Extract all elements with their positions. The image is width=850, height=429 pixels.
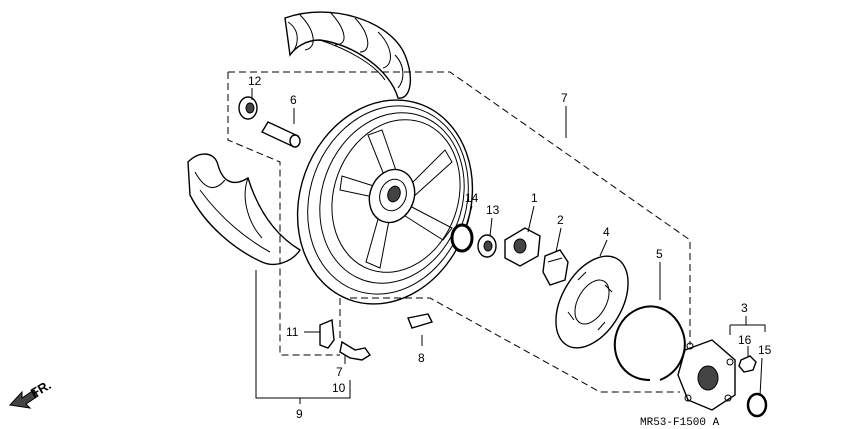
callout-2: 2 — [557, 213, 564, 227]
callout-9: 9 — [296, 407, 303, 421]
tire — [284, 11, 412, 99]
diagram-code: MR53-F1500 A — [640, 417, 720, 429]
damper-2 — [542, 249, 569, 286]
callout-11: 11 — [286, 325, 299, 339]
bracket-lines — [255, 270, 766, 404]
callout-8: 8 — [418, 351, 425, 365]
callout-12: 12 — [248, 74, 262, 88]
callout-1: 1 — [531, 191, 538, 205]
o-ring-14 — [450, 223, 474, 253]
clip-8 — [407, 313, 433, 329]
bearing-12 — [238, 96, 258, 120]
callout-7-top: 7 — [561, 91, 568, 105]
valve-7 — [339, 340, 372, 361]
circlip-5 — [613, 305, 686, 381]
callout-14: 14 — [465, 191, 479, 205]
o-ring-15 — [746, 392, 768, 418]
nut-16 — [738, 355, 757, 373]
callout-4: 4 — [603, 225, 610, 239]
front-direction-arrow: FR. — [8, 377, 54, 409]
bearing-13 — [477, 234, 497, 258]
clip-11 — [319, 318, 335, 349]
callout-15: 15 — [758, 343, 772, 357]
leader-lines — [251, 88, 763, 397]
collar-6 — [261, 121, 301, 148]
assembly-lines — [227, 71, 691, 393]
callout-16: 16 — [738, 333, 752, 347]
cover-4 — [555, 255, 629, 349]
rear-wheel — [296, 99, 474, 305]
callout-3: 3 — [741, 301, 748, 315]
callout-6: 6 — [290, 93, 297, 107]
callouts: 12 6 7 14 13 1 2 4 5 3 11 16 15 8 7 10 9 — [248, 74, 772, 421]
tire-lower-section — [187, 153, 301, 266]
callout-13: 13 — [486, 203, 500, 217]
callout-7-bottom: 7 — [336, 365, 343, 379]
flange-3 — [677, 339, 736, 411]
callout-5: 5 — [656, 247, 663, 261]
coupler-1 — [504, 227, 541, 267]
callout-10: 10 — [332, 381, 346, 395]
